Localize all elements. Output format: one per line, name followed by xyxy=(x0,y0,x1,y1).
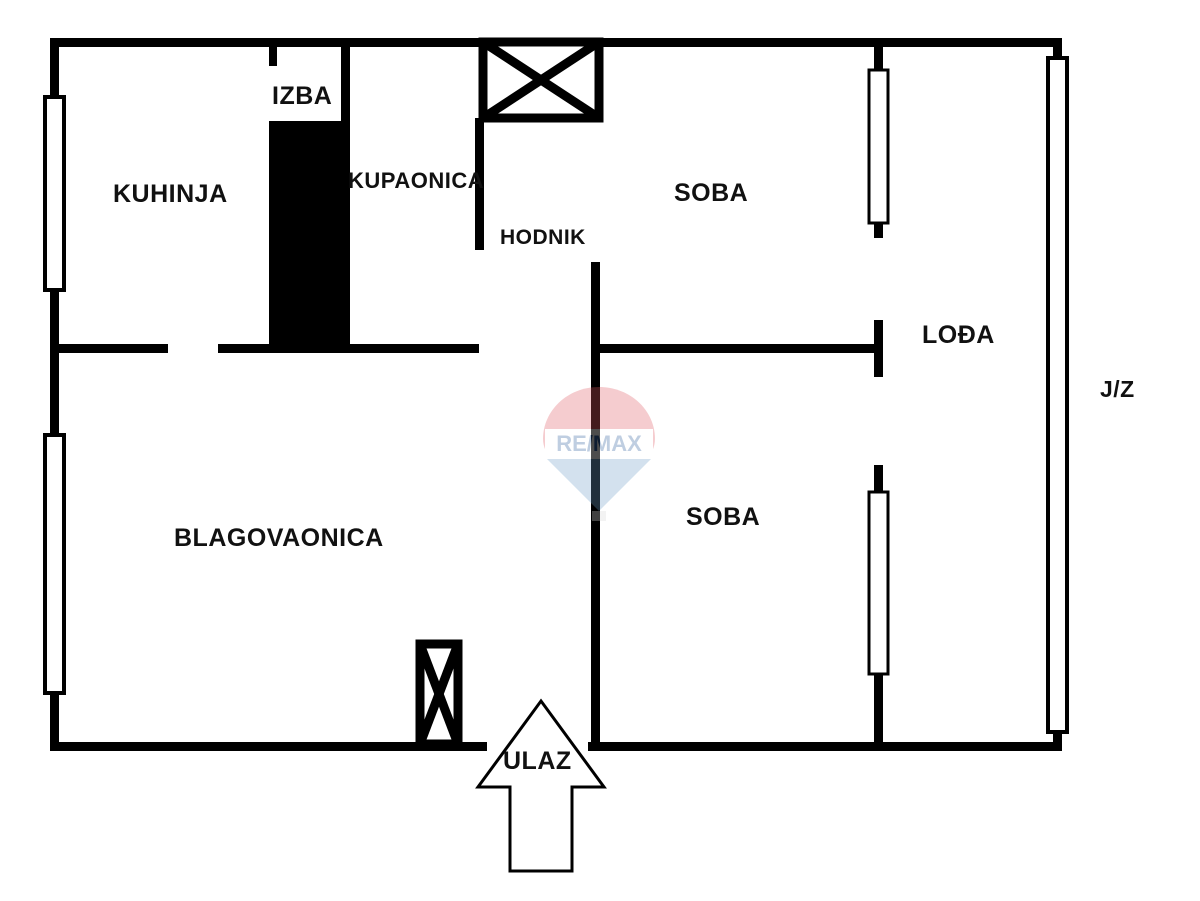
room-label-soba-south: SOBA xyxy=(686,503,761,531)
entrance-arrow-icon xyxy=(475,698,607,873)
window-soba-south xyxy=(867,490,890,676)
orientation-label: J/Z xyxy=(1100,376,1135,402)
room-label-izba: IZBA xyxy=(272,82,333,110)
window-blagovaonica-left xyxy=(43,433,66,695)
room-label-loda: LOĐA xyxy=(922,321,995,349)
room-label-soba-north: SOBA xyxy=(674,179,749,207)
windows xyxy=(43,56,1069,734)
window-soba-north xyxy=(867,68,890,225)
room-label-blagovaonica: BLAGOVAONICA xyxy=(174,524,384,552)
room-label-kupaonica: KUPAONICA xyxy=(348,168,485,193)
wall-kuhinja-bottom-left xyxy=(50,344,168,353)
window-kuhinja-left xyxy=(43,95,66,292)
wall-izba-kupaonica xyxy=(341,38,350,348)
exterior-walls xyxy=(50,38,1062,751)
window-loggia-right xyxy=(1046,56,1069,734)
wall-hodnik-soba-lower xyxy=(591,348,600,742)
interior-walls xyxy=(50,38,883,751)
room-label-kuhinja: KUHINJA xyxy=(113,180,228,208)
shaft-top-crossed-box xyxy=(478,37,604,123)
wall-soba-divider xyxy=(591,344,874,353)
wall-exterior-bottom-left xyxy=(50,742,487,751)
wall-exterior-bottom-right xyxy=(588,742,1062,751)
room-label-hodnik: HODNIK xyxy=(500,226,586,249)
wall-kuhinja-izba-stub xyxy=(269,38,277,66)
wall-kupaonica-bottom xyxy=(218,344,479,353)
wall-hodnik-soba-upper xyxy=(591,262,600,348)
wall-kupaonica-hodnik xyxy=(475,118,484,250)
wall-exterior-left xyxy=(50,38,59,751)
shaft-bottom-crossed-box xyxy=(415,639,463,749)
shaft-block-solid xyxy=(269,121,342,348)
wall-loda-stub-lower xyxy=(874,353,883,377)
entrance-label: ULAZ xyxy=(503,747,572,775)
shafts xyxy=(415,37,604,749)
wall-loda-stub-upper xyxy=(874,320,883,353)
